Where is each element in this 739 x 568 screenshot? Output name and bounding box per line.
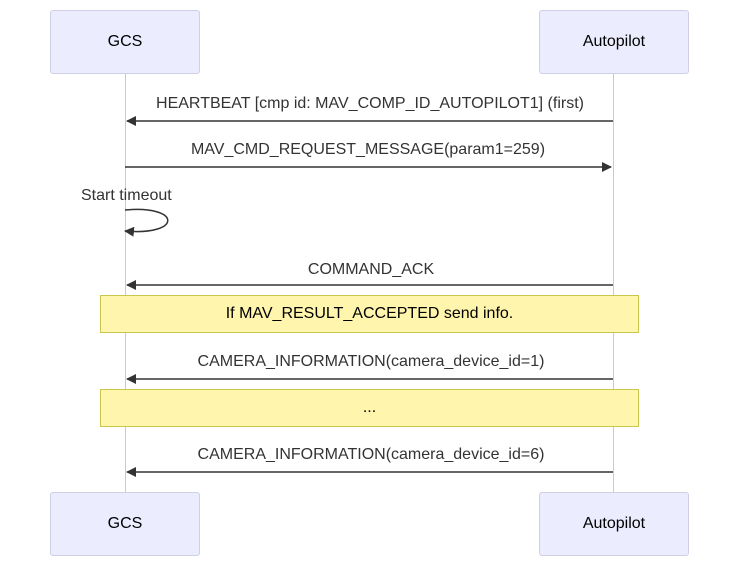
arrow-start-timeout: [124, 208, 169, 237]
msg-camera-info-1-label: CAMERA_INFORMATION(camera_device_id=1): [197, 353, 545, 370]
gcs-actor-bottom[interactable]: GCS: [50, 492, 200, 556]
autopilot-actor-bottom[interactable]: Autopilot: [539, 492, 689, 556]
msg-start-timeout-label: Start timeout: [81, 187, 172, 204]
note-accepted: If MAV_RESULT_ACCEPTED send info.: [100, 295, 639, 333]
autopilot-lifeline: [613, 74, 614, 492]
msg-command-ack-label: COMMAND_ACK: [307, 261, 435, 278]
msg-camera-info-6-label: CAMERA_INFORMATION(camera_device_id=6): [197, 446, 545, 463]
gcs-actor-top[interactable]: GCS: [50, 10, 200, 74]
msg-heartbeat-label: HEARTBEAT [cmp id: MAV_COMP_ID_AUTOPILOT…: [156, 95, 584, 112]
note-ellipsis: ...: [100, 389, 639, 427]
gcs-lifeline: [125, 74, 126, 492]
autopilot-actor-top[interactable]: Autopilot: [539, 10, 689, 74]
msg-request-message-label: MAV_CMD_REQUEST_MESSAGE(param1=259): [190, 141, 546, 158]
